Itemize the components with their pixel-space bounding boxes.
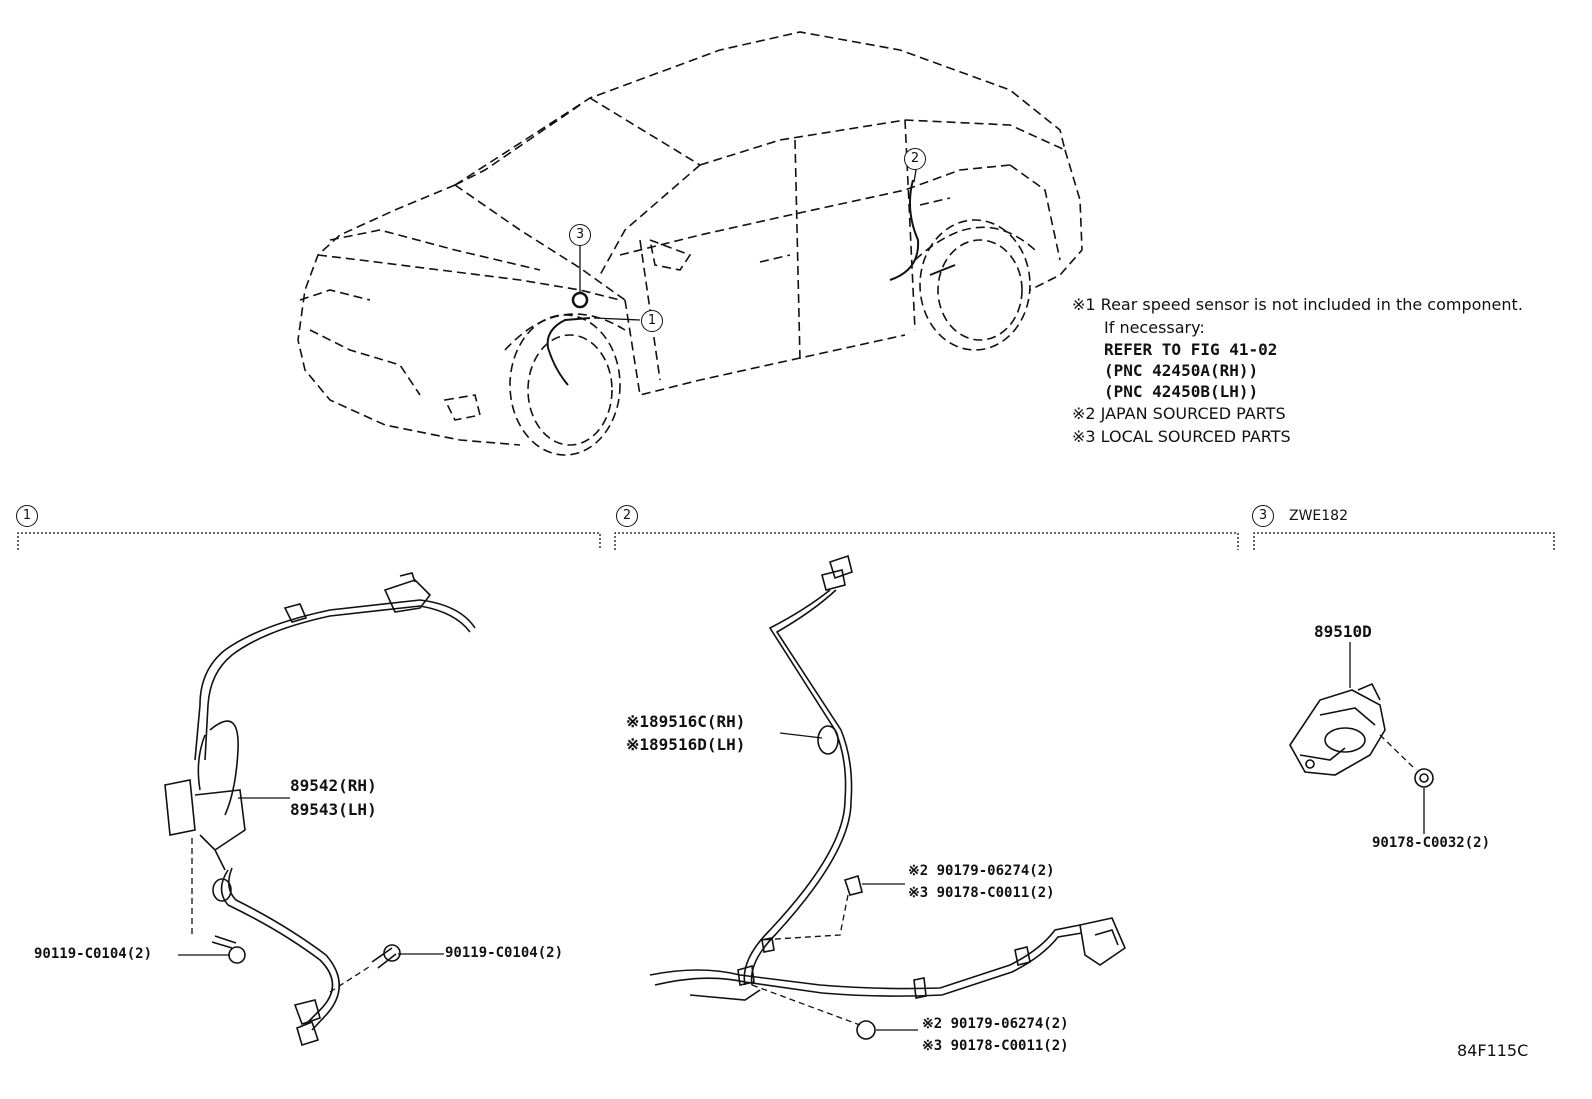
note-3-text: ※3 LOCAL SOURCED PARTS [1072, 427, 1291, 446]
car-illustration [297, 31, 1083, 456]
part-clip-a-japan[interactable]: ※2 90179-06274(2) [908, 863, 1055, 879]
part-bolt-left[interactable]: 90119-C0104(2) [34, 946, 153, 962]
part-89516c-rh[interactable]: ※189516C(RH) [626, 712, 746, 731]
note-2-text: ※2 JAPAN SOURCED PARTS [1072, 404, 1286, 423]
note-1-pnc-rh: (PNC 42450A(RH)) [1104, 361, 1259, 380]
note-1-pnc-lh: (PNC 42450B(LH)) [1104, 382, 1259, 401]
section-3-model-code: ZWE182 [1289, 508, 1349, 524]
callout-3-on-car: 3 [569, 224, 591, 246]
grommet-on-car [571, 291, 589, 309]
callout-1-on-car: 1 [641, 310, 663, 332]
part-nut-90178-c0032[interactable]: 90178-C0032(2) [1372, 835, 1491, 851]
part-89543-lh[interactable]: 89543(LH) [290, 800, 377, 819]
note-1-text: ※1 Rear speed sensor is not included in … [1072, 295, 1523, 314]
part-89542-rh[interactable]: 89542(RH) [290, 776, 377, 795]
part-bolt-right[interactable]: 90119-C0104(2) [445, 945, 564, 961]
part-clip-b-japan[interactable]: ※2 90179-06274(2) [922, 1016, 1069, 1032]
section-brackets [17, 532, 1555, 550]
part-89510d[interactable]: 89510D [1314, 622, 1372, 641]
part-clip-a-local[interactable]: ※3 90178-C0011(2) [908, 885, 1055, 901]
yaw-rate-sensor-art [1289, 682, 1434, 788]
front-speed-sensor-art [164, 572, 476, 1047]
section-3-marker: 3 [1252, 505, 1274, 527]
car-sensor-wiring [546, 179, 956, 386]
section-2-marker: 2 [616, 505, 638, 527]
note-1-if-necessary: If necessary: [1104, 318, 1205, 337]
figure-code: 84F115C [1457, 1041, 1529, 1060]
callout-2-on-car: 2 [904, 148, 926, 170]
part-89516d-lh[interactable]: ※189516D(LH) [626, 735, 746, 754]
rear-speed-sensor-art [649, 554, 1126, 1040]
note-1-reference[interactable]: REFER TO FIG 41-02 [1104, 340, 1278, 359]
section-1-marker: 1 [16, 505, 38, 527]
part-clip-b-local[interactable]: ※3 90178-C0011(2) [922, 1038, 1069, 1054]
